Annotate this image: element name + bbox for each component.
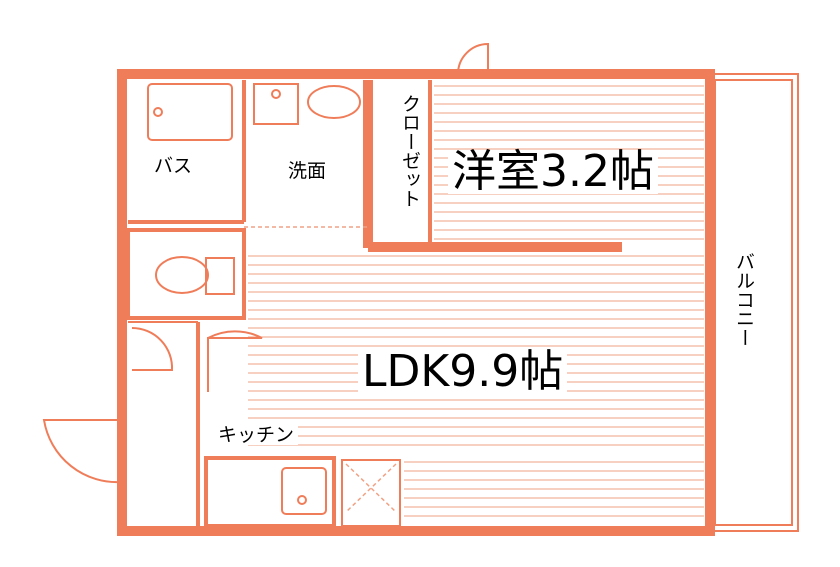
doors	[42, 42, 489, 484]
walls	[117, 69, 799, 536]
balcony-label: バルコニー	[733, 250, 755, 349]
washing-machine	[307, 85, 361, 119]
ldk-label: LDK9.9帖	[358, 350, 568, 394]
hall-door-arc	[131, 326, 174, 371]
bath-label: バス	[154, 155, 193, 177]
western-room-label: 洋室3.2帖	[448, 150, 658, 194]
toilet-bowl	[155, 256, 209, 294]
toilet-tank	[205, 257, 235, 295]
kitchen-label: キッチン	[218, 426, 299, 445]
kitchen-sink	[281, 467, 327, 515]
fridge-x-2	[345, 463, 397, 513]
fridge-x-1	[345, 463, 397, 513]
wash-basin	[253, 83, 299, 125]
refrigerator-space	[341, 459, 401, 527]
balcony-outline	[709, 73, 799, 532]
washroom-label: 洗面	[288, 160, 327, 182]
bathtub	[147, 83, 233, 141]
closet-label: クローゼット	[399, 92, 421, 210]
ldk-door-arc	[207, 330, 263, 392]
entrance-door-arc	[42, 419, 123, 484]
door-arc-top	[457, 42, 489, 75]
balcony-inner	[714, 79, 793, 526]
fixtures	[147, 83, 361, 515]
toilet-room	[126, 228, 246, 320]
kitchen-counter	[204, 456, 336, 528]
